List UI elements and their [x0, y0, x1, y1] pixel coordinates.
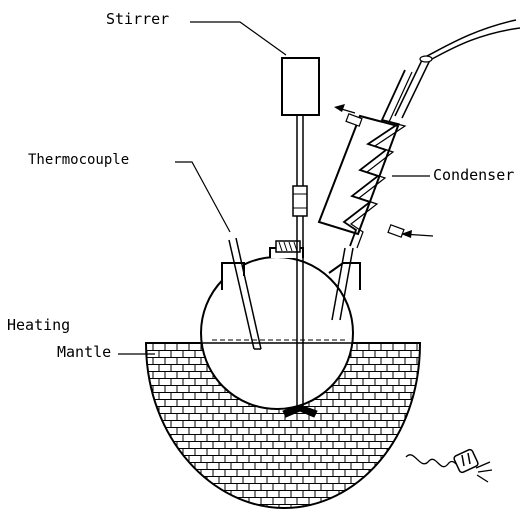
- power-cord: [406, 455, 462, 467]
- stirrer-coupling: [293, 186, 307, 216]
- power-plug-icon: [453, 449, 492, 482]
- stirrer-motor: [282, 58, 319, 115]
- thermocouple-label: Thermocouple: [28, 153, 129, 167]
- stirrer-label: Stirrer: [106, 12, 169, 27]
- condenser-label: Condenser: [433, 168, 514, 183]
- condenser-jacket: [319, 116, 398, 234]
- heating-mantle-label-line2: Mantle: [57, 345, 111, 360]
- heating-mantle-label-line1: Heating: [7, 318, 70, 333]
